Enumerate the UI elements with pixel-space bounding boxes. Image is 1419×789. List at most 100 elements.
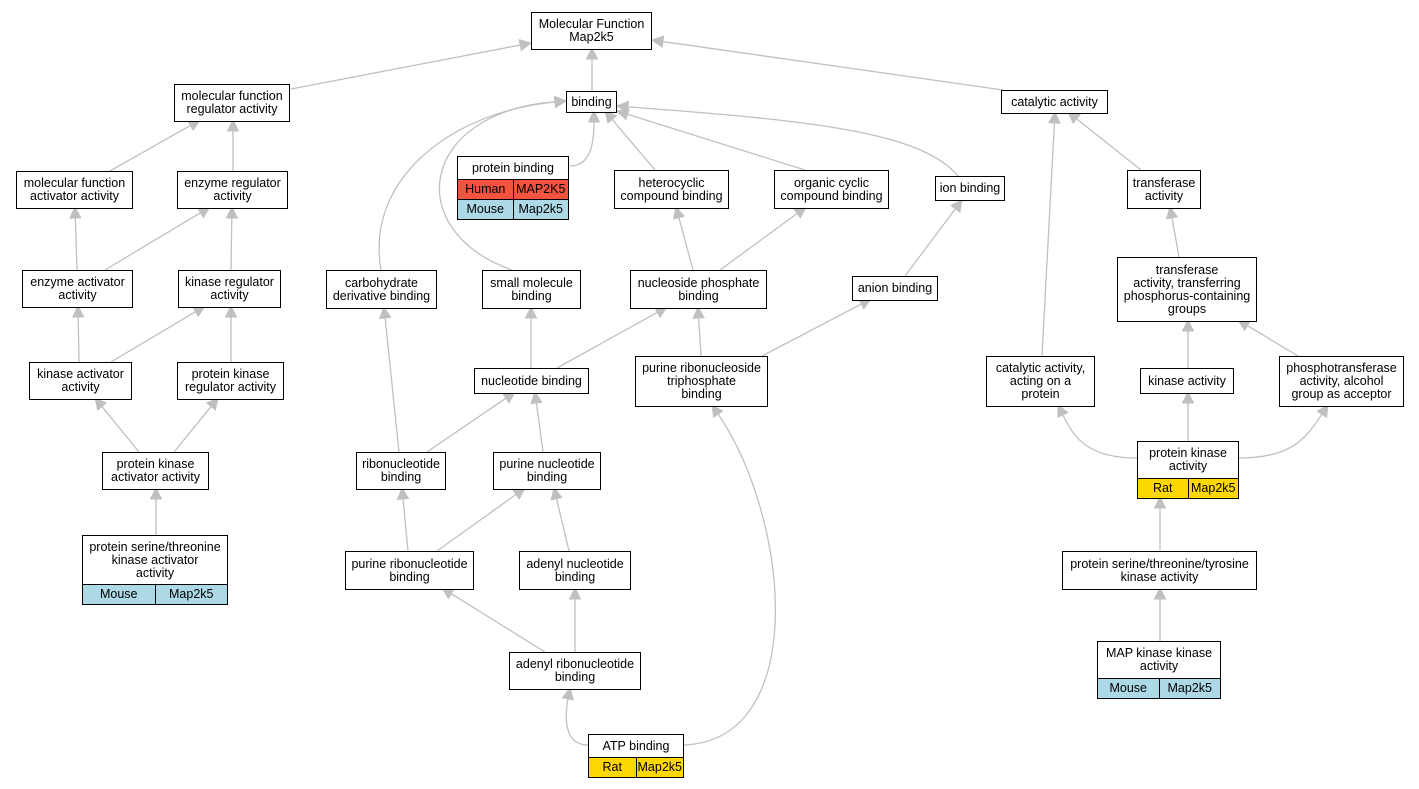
edge-organic-cyclic-to-binding — [615, 108, 806, 171]
edge-line — [698, 317, 702, 357]
edge-arrowhead — [550, 486, 563, 501]
edge-line — [627, 113, 806, 171]
edge-line — [555, 498, 570, 552]
edge-protein-kinase-activator-to-protein-kinase-regulator — [173, 397, 219, 453]
go-term-label-line: protein serine/threonine/tyrosine — [1070, 556, 1249, 571]
go-term-label-line: enzyme activator — [30, 275, 125, 289]
go-term-label-line: triphosphate — [667, 374, 736, 388]
edge-line — [77, 316, 80, 363]
annotation-species: Mouse — [1109, 681, 1148, 695]
edge-arrowhead — [587, 109, 601, 123]
edge-binding-to-root — [585, 46, 599, 91]
go-term-label-line: nucleotide binding — [481, 373, 582, 388]
edge-mapkk-to-psty-kinase — [1153, 586, 1167, 641]
edge-protein-kinase-to-catalytic-on-protein — [1057, 403, 1138, 459]
edge-protein-binding-to-binding — [569, 109, 601, 167]
go-term-label-line: binding — [511, 288, 552, 303]
go-term-label-line: MAP kinase kinase — [1105, 646, 1213, 660]
go-term-label-line: binding — [380, 470, 422, 484]
go-term-label-line: protein binding — [471, 160, 554, 175]
edge-small-molecule-to-binding — [438, 95, 568, 271]
edge-line — [1247, 325, 1299, 357]
edge-kinase-activity-to-transferase-phospho — [1181, 318, 1195, 368]
go-term-label-line: ATP binding — [602, 738, 670, 753]
edge-atp-binding-to-purine-ribonucleoside-tp — [683, 404, 776, 746]
go-term-catalytic-activity[interactable]: catalytic activity — [1001, 90, 1108, 114]
go-term-label: nucleotide binding — [475, 369, 588, 393]
go-term-label-line: regulator activity — [184, 380, 276, 394]
edge-protein-kinase-activator-to-kinase-activator — [94, 397, 140, 453]
go-term-label-line: binding — [681, 387, 722, 401]
go-term-anion-binding[interactable]: anion binding — [852, 276, 938, 301]
edge-mf-activator-to-mf-regulator — [109, 119, 201, 172]
go-term-kinase-activity[interactable]: kinase activity — [1140, 368, 1234, 394]
go-term-label-line: activity — [1144, 188, 1184, 203]
go-term-label-line: carbohydrate — [345, 275, 418, 290]
go-term-label-line: activity — [61, 380, 100, 394]
go-term-ion-binding[interactable]: ion binding — [935, 176, 1005, 201]
edge-line — [436, 493, 517, 552]
edge-arrowhead — [524, 305, 538, 319]
go-term-label-line: activity, alcohol — [1299, 374, 1384, 388]
go-term-label-line: purine ribonucleotide — [351, 556, 468, 571]
edge-catalytic-on-protein-to-catalytic-activity — [1041, 110, 1061, 357]
go-term-label-line: kinase activity — [1120, 569, 1199, 584]
go-term-label-line: binding — [554, 569, 596, 584]
edge-arrowhead — [396, 486, 410, 501]
annotation-species: Mouse — [99, 587, 138, 601]
go-term-label-line: purine ribonucleoside — [642, 361, 761, 375]
go-term-label-line: protein — [1021, 387, 1060, 401]
edge-line — [110, 311, 196, 363]
go-term-nucleotide-binding[interactable]: nucleotide binding — [474, 368, 589, 394]
go-term-label-line: enzyme regulator — [184, 176, 281, 190]
edge-adenyl-nucleotide-to-purine-nucleotide — [550, 486, 570, 552]
go-term-label-line: regulator activity — [186, 102, 278, 116]
go-term-binding[interactable]: binding — [566, 91, 617, 113]
edge-arrowhead — [711, 404, 724, 419]
go-term-label-line: binding — [526, 470, 568, 484]
edge-line — [173, 406, 212, 453]
annotation-species: Mouse — [466, 202, 505, 216]
edge-nucleotide-binding-to-small-molecule — [524, 305, 538, 368]
go-term-label: ATP binding — [589, 735, 683, 757]
go-term-label-line: activator activity — [111, 470, 200, 484]
edge-arrowhead — [1181, 318, 1195, 332]
